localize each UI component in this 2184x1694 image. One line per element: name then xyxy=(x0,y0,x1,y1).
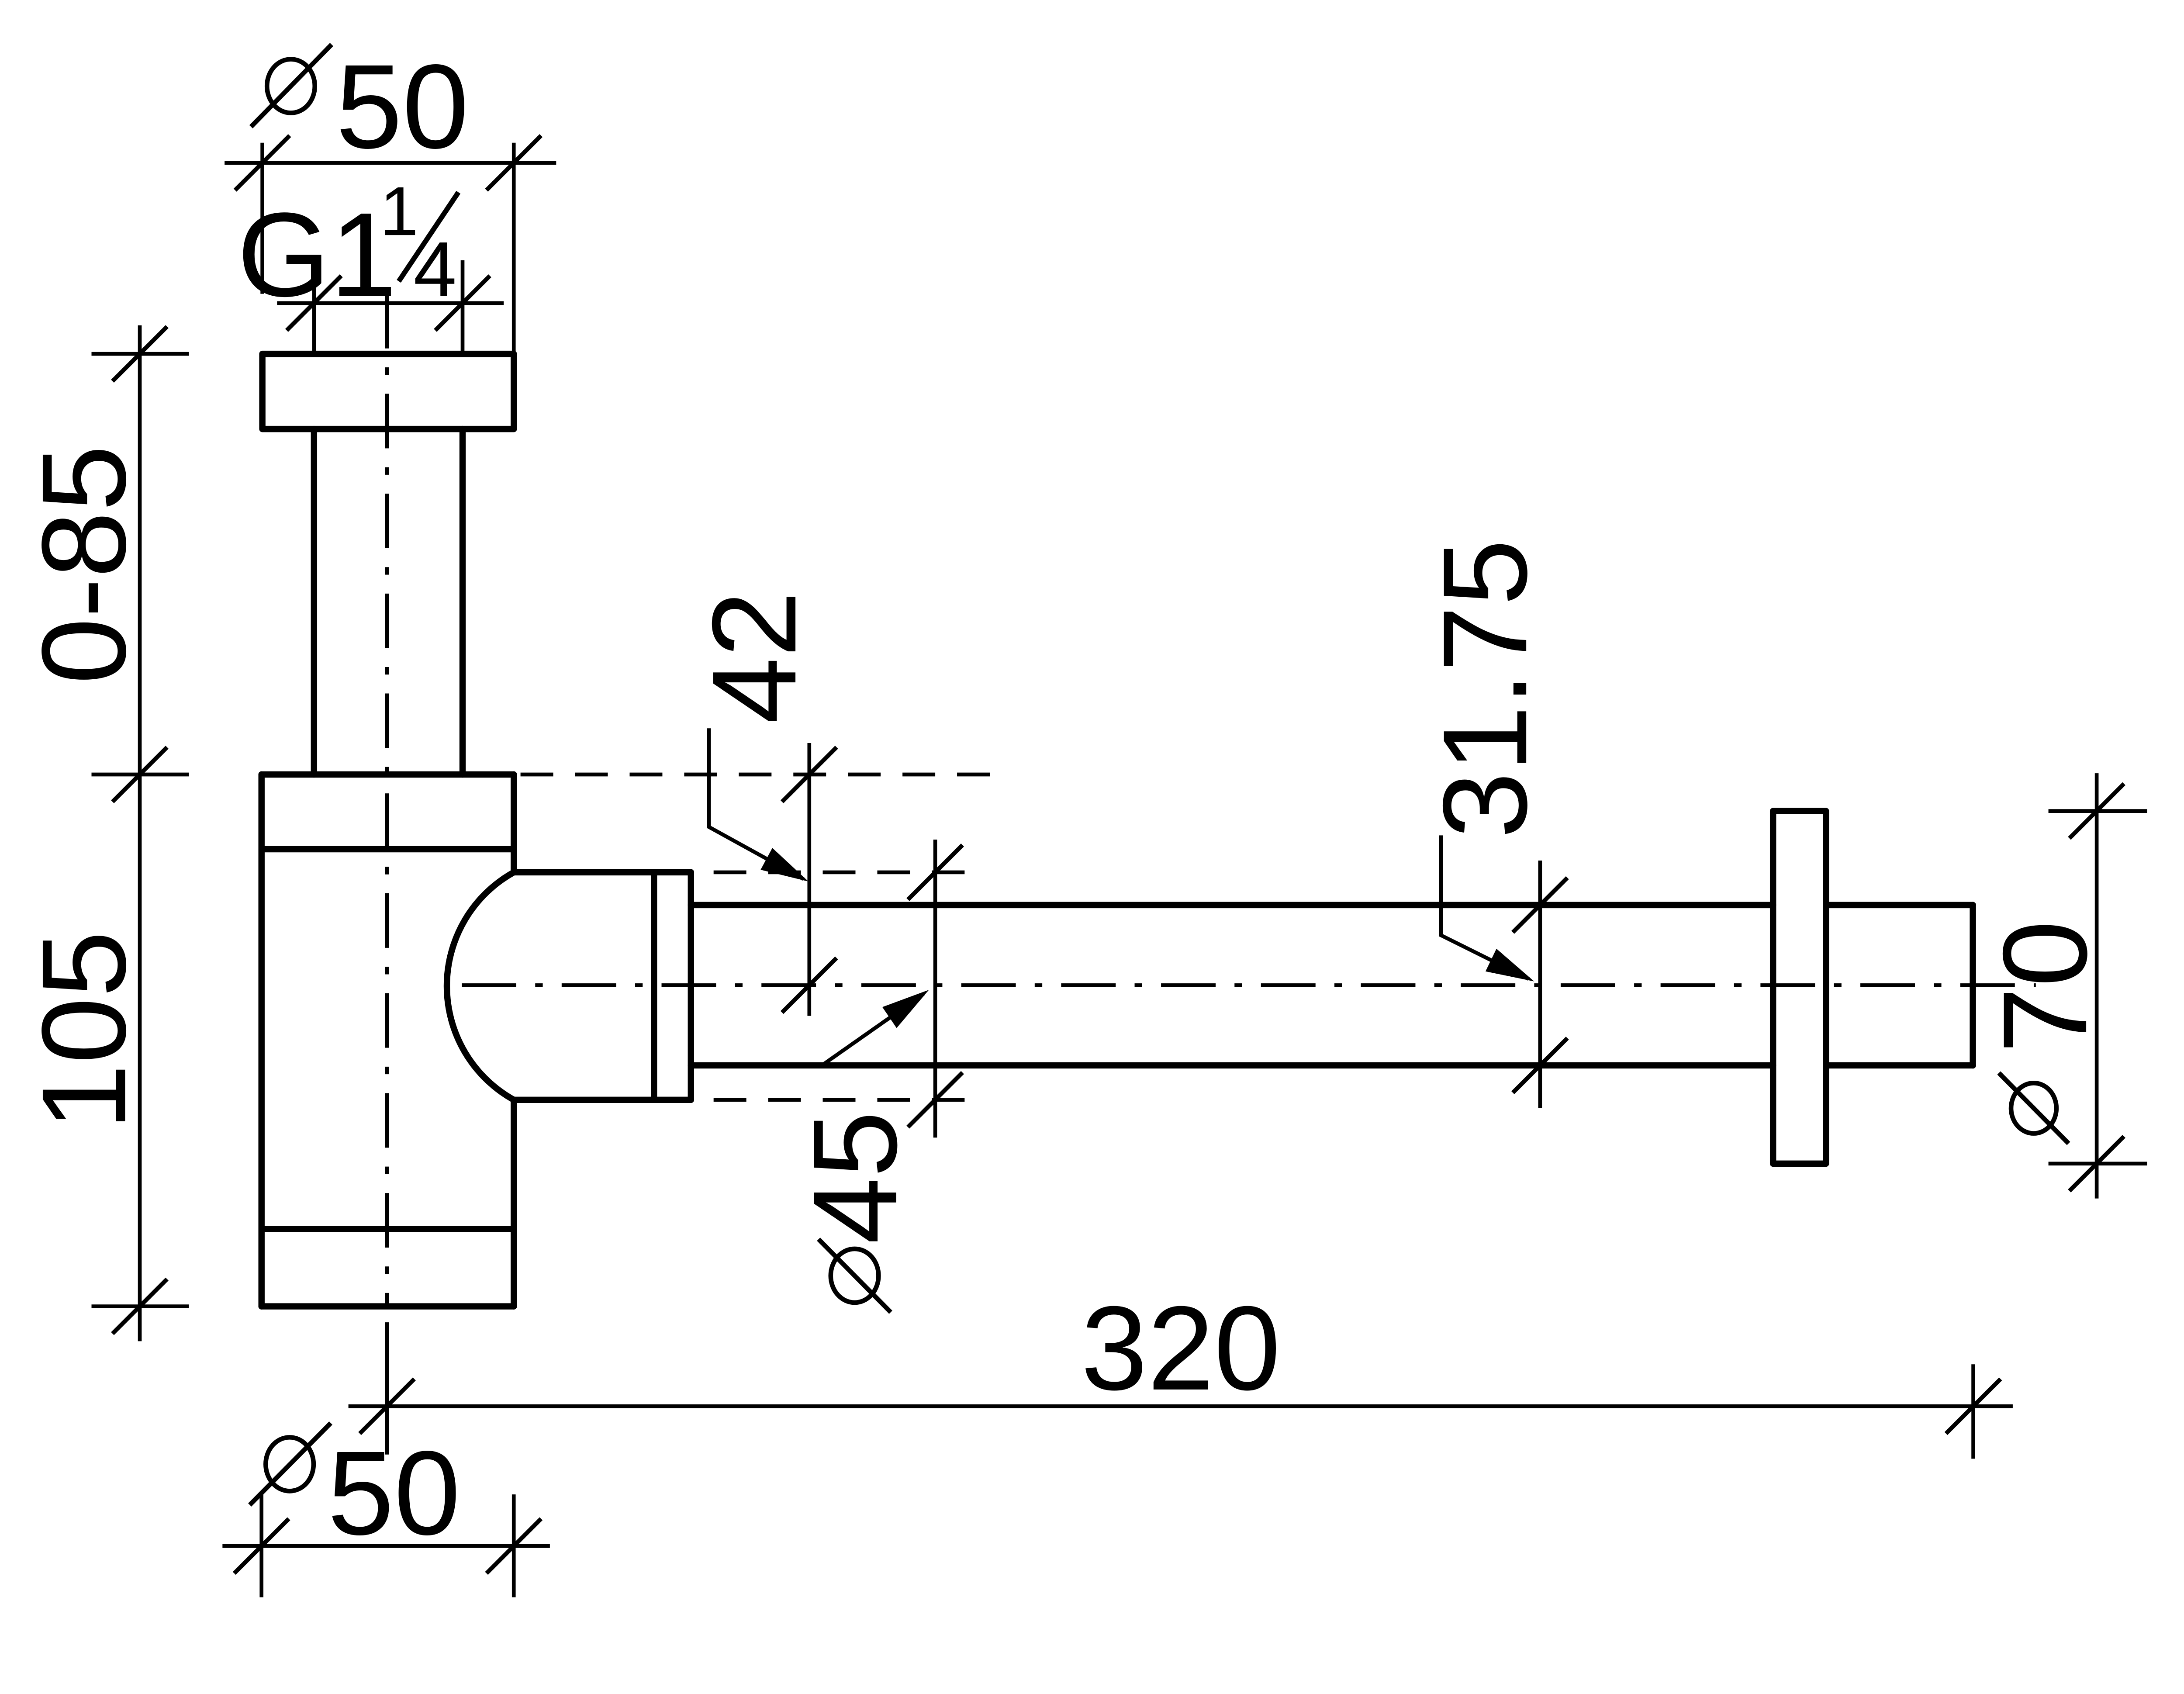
thread-fraction-numerator: 1 xyxy=(380,172,418,250)
dim-label-adjustable-height: 0-85 xyxy=(17,445,151,684)
bottle-trap-dimension-drawing: 50 G1 1 4 0-85 105 42 xyxy=(17,40,2147,1597)
inlet-pipe xyxy=(311,425,466,778)
diameter-symbol xyxy=(249,43,333,128)
dim-bottom-diameter: 50 xyxy=(222,1421,550,1597)
thread-fraction-denominator: 4 xyxy=(414,225,457,312)
leader-arrowhead xyxy=(882,989,929,1028)
dim-label-bottom-diameter: 50 xyxy=(328,1426,461,1560)
dim-pipe-diameter: 31.75 xyxy=(1418,539,1567,1108)
dim-label-pipe-diameter: 31.75 xyxy=(1418,539,1552,838)
dim-left-chain: 0-85 105 xyxy=(17,325,189,1341)
wall-flange xyxy=(1769,808,1829,1167)
dim-label-top-diameter: 50 xyxy=(336,40,469,173)
dim-flange-diameter: 70 xyxy=(1978,773,2147,1199)
dim-label-flange-diameter: 70 xyxy=(1978,920,2112,1054)
dim-outlet-offset: 42 xyxy=(688,591,836,1016)
dim-label-outlet-offset: 42 xyxy=(688,591,821,724)
thread-label: G1 xyxy=(237,188,397,322)
leader-arrowhead xyxy=(1485,948,1534,982)
diameter-symbol xyxy=(817,1238,892,1314)
dim-nut-diameter: 45 xyxy=(788,839,963,1314)
diameter-symbol xyxy=(1997,1071,2070,1145)
dim-outlet-length: 320 xyxy=(348,1282,2013,1459)
dim-label-outlet-length: 320 xyxy=(1081,1282,1281,1415)
leader-arrowhead xyxy=(760,848,809,882)
dim-thread: G1 1 4 xyxy=(237,172,504,354)
diameter-symbol xyxy=(248,1421,333,1507)
dim-label-nut-diameter: 45 xyxy=(788,1111,922,1244)
elbow-dome xyxy=(443,869,517,1103)
dim-label-body-height: 105 xyxy=(17,931,151,1130)
dim-top-diameter: 50 xyxy=(225,40,556,355)
thread-fraction-slash xyxy=(397,190,461,283)
